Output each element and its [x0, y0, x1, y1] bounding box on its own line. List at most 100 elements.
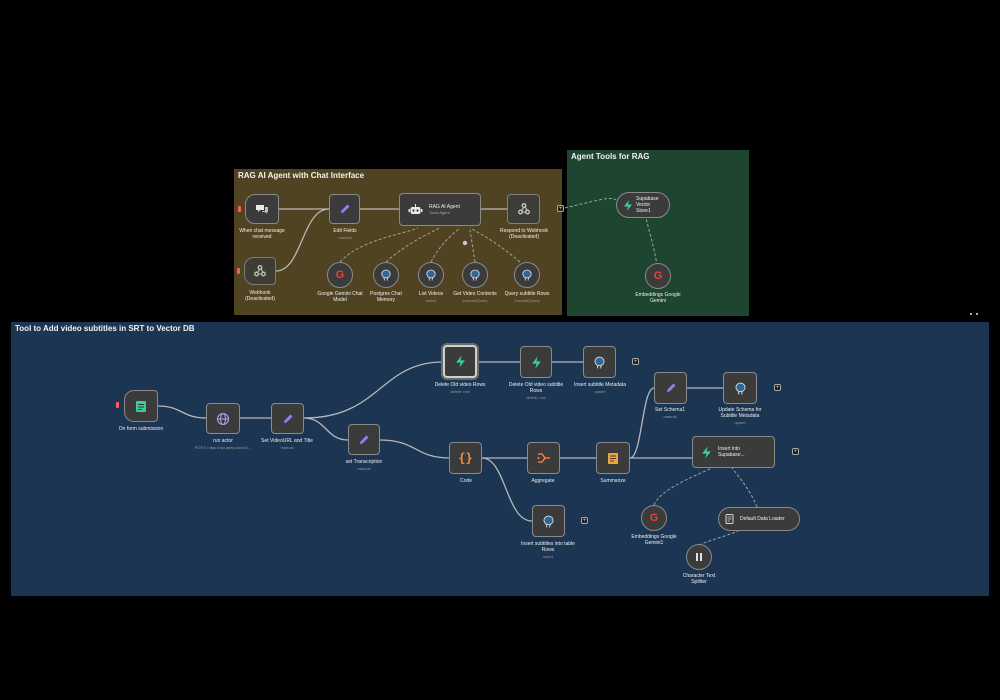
pencil-icon: [338, 202, 352, 216]
query-subtitle-label: Query subtitle Rows: [504, 291, 550, 297]
group-title: Agent Tools for RAG: [571, 152, 650, 161]
gemini-chat-label: Google Gemini Chat Model: [317, 291, 363, 304]
insert-subtitles-label: Insert subtitles into table Rows: [521, 541, 575, 554]
summarize-icon: [607, 452, 619, 465]
list-videos-node[interactable]: [418, 262, 444, 288]
trigger-bolt-icon: [237, 268, 240, 274]
edit-fields-sub: manual: [338, 235, 352, 240]
delete-old-rows-sub: delete: row: [450, 389, 470, 394]
document-icon: [725, 514, 734, 524]
insert-supabase-node[interactable]: Insert into Supabase...: [692, 436, 775, 468]
canvas-marker: [976, 313, 978, 315]
postgres-memory-node[interactable]: [373, 262, 399, 288]
webhook-icon: [253, 264, 267, 278]
add-node-button[interactable]: +: [581, 517, 588, 524]
embeddings-gemini1-node[interactable]: G: [641, 505, 667, 531]
postgres-icon: [593, 356, 606, 369]
edit-fields-label: Edit Fields: [333, 228, 357, 234]
summarize-node[interactable]: [596, 442, 630, 474]
postgres-icon: [542, 515, 555, 528]
group-title: Tool to Add video subtitles in SRT to Ve…: [15, 324, 195, 333]
insert-supabase-label: Insert into Supabase...: [718, 446, 745, 458]
chat-trigger-node[interactable]: [245, 194, 279, 224]
edit-fields-node[interactable]: [329, 194, 360, 224]
add-node-button[interactable]: +: [632, 358, 639, 365]
supabase-icon: [455, 355, 466, 368]
summarize-label: Summarize: [600, 478, 626, 484]
aggregate-node[interactable]: [527, 442, 560, 474]
default-loader-label: Default Data Loader: [740, 516, 785, 522]
get-video-contents-label: Get Video Contents: [453, 291, 497, 297]
char-splitter-label: Character Text Splitter: [682, 573, 716, 586]
get-video-contents-node[interactable]: [462, 262, 488, 288]
supabase-vector-node[interactable]: Supabase Vector Store1: [616, 192, 670, 218]
postgres-memory-label: Postgres Chat Memory: [370, 291, 402, 304]
chat-bubbles-icon: [254, 203, 270, 216]
postgres-icon: [425, 269, 437, 281]
supabase-icon: [531, 355, 542, 369]
query-subtitle-sub: executeQuery: [514, 298, 540, 303]
webhook-node[interactable]: [244, 257, 276, 285]
code-braces-icon: {}: [458, 451, 473, 465]
embeddings-gemini-node[interactable]: G: [645, 263, 671, 289]
rag-agent-node[interactable]: RAG AI Agent Tools Agent: [399, 193, 481, 226]
update-schema-sub: upsert: [734, 420, 746, 425]
add-node-button[interactable]: +: [557, 205, 564, 212]
set-transcription-sub: manual: [357, 466, 371, 471]
form-submission-node[interactable]: [124, 390, 158, 422]
chat-trigger-label: When chat message received: [239, 228, 285, 241]
respond-webhook-node[interactable]: [507, 194, 540, 224]
google-icon: G: [649, 511, 659, 524]
insert-metadata-node[interactable]: [583, 346, 616, 378]
delete-old-rows-node[interactable]: [443, 345, 477, 378]
delete-old-subtitle-label: Delete Old video subtitle Rows: [508, 382, 564, 395]
delete-old-subtitle-sub: delete: row: [526, 395, 546, 400]
postgres-icon: [469, 269, 481, 281]
add-node-button[interactable]: +: [792, 448, 799, 455]
delete-old-subtitle-node[interactable]: [520, 346, 552, 378]
canvas-marker: [970, 313, 972, 315]
pencil-icon: [664, 381, 678, 395]
list-videos-sub: select: [425, 298, 437, 303]
form-submission-label: On form submission: [118, 426, 164, 432]
default-loader-node[interactable]: Default Data Loader: [718, 507, 800, 531]
set-schema-sub: manual: [663, 414, 677, 419]
set-transcription-label: set Transcription: [345, 459, 383, 465]
run-actor-node[interactable]: [206, 403, 240, 434]
globe-icon: [216, 412, 230, 426]
trigger-bolt-icon: [116, 402, 119, 408]
supabase-icon: [623, 199, 633, 211]
insert-metadata-label: Insert subtitle Metadata: [574, 382, 626, 388]
run-actor-sub: POST: https://api.apify.com/v2...: [194, 445, 252, 450]
gemini-chat-node[interactable]: G: [327, 262, 353, 288]
update-schema-node[interactable]: [723, 372, 757, 404]
embeddings-gemini1-label: Embeddings Google Gemini1: [631, 534, 677, 547]
code-node[interactable]: {}: [449, 442, 482, 474]
respond-webhook-label: Respond to Webhook (Deactivated): [500, 228, 548, 241]
pencil-icon: [357, 433, 371, 447]
set-videourl-node[interactable]: [271, 403, 304, 434]
delete-old-rows-label: Delete Old video Rows: [434, 382, 486, 388]
set-transcription-node[interactable]: [348, 424, 380, 455]
insert-subtitles-node[interactable]: [532, 505, 565, 537]
code-label: Code: [460, 478, 472, 484]
rag-agent-title: RAG AI Agent: [429, 204, 460, 210]
embeddings-gemini-label: Embeddings Google Gemini: [635, 292, 681, 305]
set-schema-node[interactable]: [654, 372, 687, 404]
insert-subtitles-sub: insert: [543, 554, 553, 559]
update-schema-label: Update Schema for Subtitle Metadata: [718, 407, 762, 420]
group-video-tool[interactable]: Tool to Add video subtitles in SRT to Ve…: [11, 322, 989, 596]
set-videourl-label: Set VideoURL and Title: [261, 438, 313, 444]
trigger-bolt-icon: [238, 206, 241, 212]
char-splitter-node[interactable]: [686, 544, 712, 570]
add-node-button[interactable]: +: [774, 384, 781, 391]
aggregate-label: Aggregate: [531, 478, 555, 484]
splitter-icon: [694, 552, 704, 562]
query-subtitle-node[interactable]: [514, 262, 540, 288]
set-videourl-sub: manual: [280, 445, 294, 450]
postgres-icon: [380, 269, 392, 281]
run-actor-label: run actor: [213, 438, 233, 444]
rag-agent-sub: Tools Agent: [429, 210, 450, 215]
list-videos-label: List Videos: [418, 291, 444, 297]
insert-metadata-sub: upsert: [594, 389, 606, 394]
